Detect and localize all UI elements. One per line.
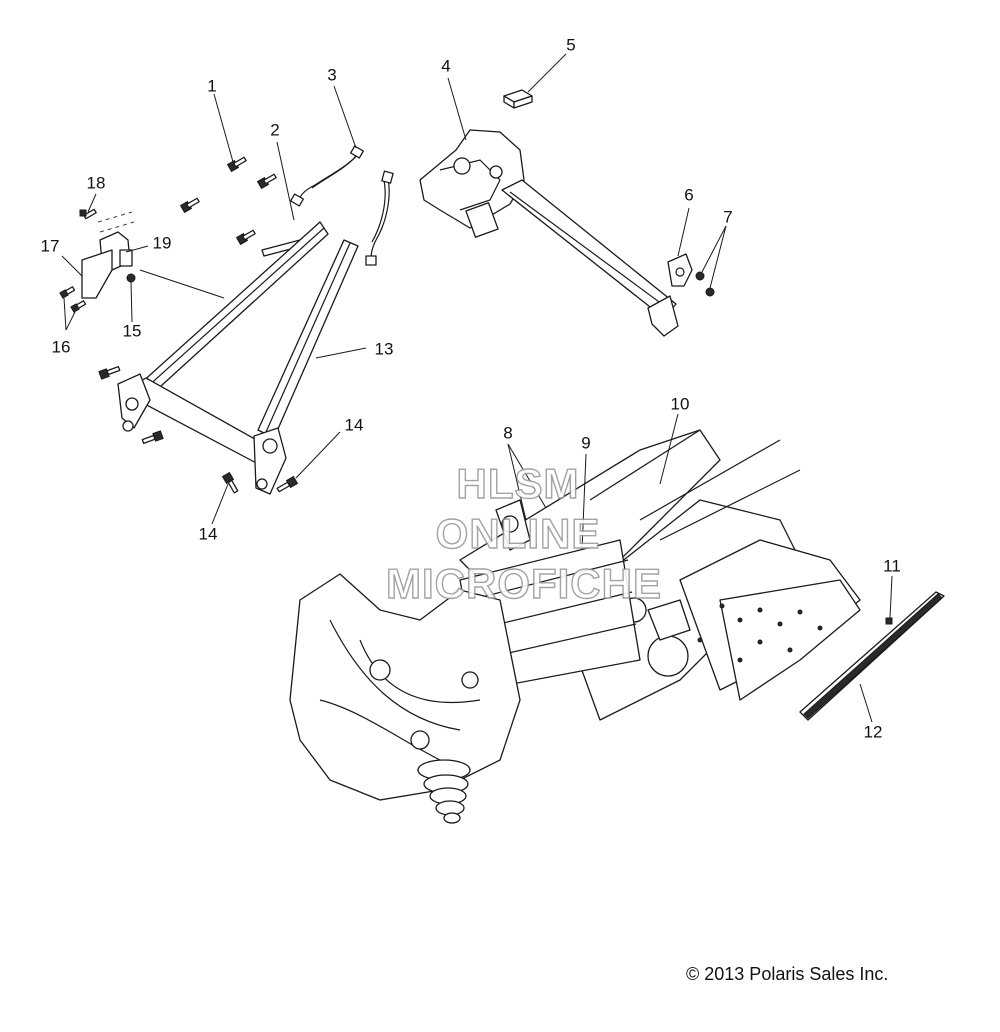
callout-8: 8 <box>503 423 513 443</box>
leader-lines <box>61 53 893 723</box>
copyright-notice: © 2013 Polaris Sales Inc. <box>686 964 889 984</box>
part-12-strip <box>799 591 945 721</box>
steering-bellows <box>417 759 471 824</box>
callout-3: 3 <box>327 65 337 85</box>
callout-13: 13 <box>374 339 394 359</box>
watermark-line-1: HLSM <box>456 459 580 507</box>
watermark-line-2: ONLINE <box>435 509 601 557</box>
part-1-bolts <box>179 156 277 246</box>
part-3-harness <box>290 145 394 266</box>
callout-10: 10 <box>670 394 690 414</box>
callout-1: 1 <box>207 76 217 96</box>
part-4-steering-post <box>419 129 679 337</box>
callout-18: 18 <box>86 173 106 193</box>
callout-14-left: 14 <box>198 524 218 544</box>
callout-11: 11 <box>883 556 901 576</box>
part-11-screw <box>885 617 893 625</box>
callout-9: 9 <box>581 433 591 453</box>
chassis-assembly <box>289 429 861 824</box>
callout-16: 16 <box>51 337 71 357</box>
part-6-clamp <box>667 253 693 287</box>
part-5-pad <box>503 89 533 109</box>
bracket-assembly <box>59 208 136 313</box>
callout-7: 7 <box>723 207 733 227</box>
callout-2: 2 <box>270 120 280 140</box>
callout-5: 5 <box>566 35 576 55</box>
callout-17: 17 <box>40 236 60 256</box>
callout-12: 12 <box>863 722 883 742</box>
callout-19: 19 <box>152 233 172 253</box>
callout-15: 15 <box>122 321 142 341</box>
watermark-line-3: MICROFICHE <box>385 559 662 607</box>
callout-4: 4 <box>441 56 451 76</box>
part-13-frame-bars <box>98 221 359 495</box>
callout-6: 6 <box>684 185 694 205</box>
callout-14-right: 14 <box>344 415 364 435</box>
